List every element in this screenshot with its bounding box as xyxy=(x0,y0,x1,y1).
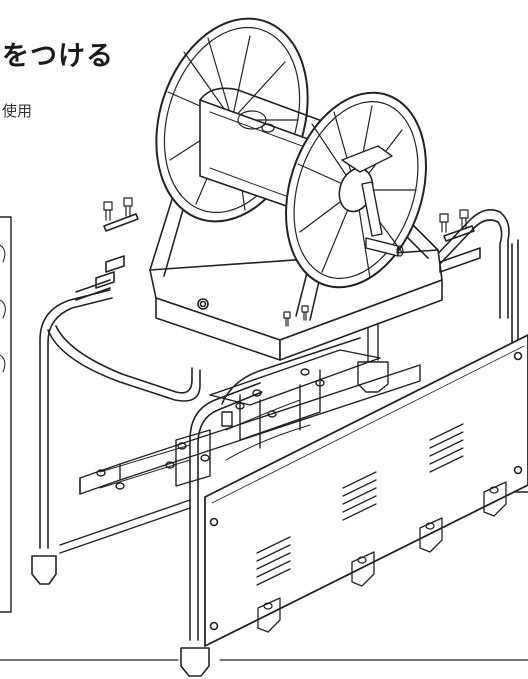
foot-pad-left xyxy=(31,555,57,585)
foot-pad-front xyxy=(180,647,210,677)
panel-mount-brackets xyxy=(257,481,507,633)
vent-slots-middle xyxy=(342,471,377,521)
front-cover-panel xyxy=(204,334,528,647)
loose-bolts xyxy=(103,197,469,327)
inset-panel xyxy=(0,216,12,613)
vent-slots-left xyxy=(256,536,291,586)
hose-reel xyxy=(155,17,427,289)
vent-slots-right xyxy=(429,423,464,473)
section-heading: をつける xyxy=(2,41,114,72)
crank-handle xyxy=(341,145,393,173)
usage-note-fragment: 使用 xyxy=(2,102,33,120)
reel-front-flange xyxy=(285,91,427,289)
base-rails xyxy=(59,364,421,554)
pump-deck xyxy=(209,317,389,461)
